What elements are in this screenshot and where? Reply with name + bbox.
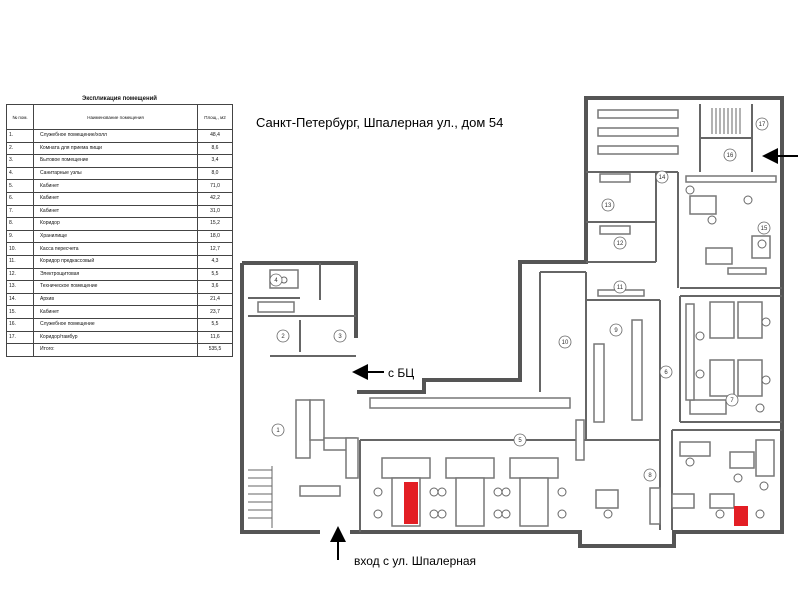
interior-walls: [248, 104, 782, 532]
highlight-desk-main: [404, 482, 418, 524]
stairs-bottom: [248, 466, 273, 528]
room-label-16: 16: [727, 153, 734, 159]
table-cell-area: 535,5: [197, 343, 233, 357]
room-label-13: 13: [605, 203, 612, 209]
room-label-10: 10: [562, 340, 569, 346]
explication-table: № пом. Наименование помещения Площ., м2 …: [6, 104, 233, 357]
room-label-4: 4: [274, 278, 278, 284]
room-label-14: 14: [659, 175, 666, 181]
chairs: [280, 185, 771, 519]
explication-table-block: Экспликация помещений № пом. Наименовани…: [6, 96, 233, 357]
room-label-8: 8: [648, 473, 652, 479]
table-row: Итого:535,5: [6, 343, 233, 357]
room-label-9: 9: [614, 328, 618, 334]
room-label-11: 11: [617, 285, 624, 291]
col-header-name: Наименование помещения: [33, 104, 198, 130]
room-label-5: 5: [518, 438, 522, 444]
address-title: Санкт-Петербург, Шпалерная ул., дом 54: [256, 115, 503, 130]
room-label-6: 6: [664, 370, 668, 376]
highlighted-workplaces: [404, 482, 748, 526]
room-label-15: 15: [761, 226, 768, 232]
highlight-desk-corner: [734, 506, 748, 526]
col-header-number: № пом.: [6, 104, 34, 130]
room-labels: [269, 117, 771, 482]
street-entrance-label: вход с ул. Шпалерная: [354, 554, 476, 568]
room-label-2: 2: [281, 334, 285, 340]
stairs-top: [711, 108, 741, 134]
room-label-17: 17: [759, 122, 766, 128]
room-label-3: 3: [338, 334, 342, 340]
room-label-1: 1: [276, 428, 280, 434]
bc-entrance-label: с БЦ: [388, 366, 414, 380]
room-label-7: 7: [730, 398, 734, 404]
table-cell-area: 18,0: [197, 229, 233, 244]
explication-table-title: Экспликация помещений: [82, 96, 157, 102]
furniture: [257, 109, 777, 527]
col-header-area: Площ., м2: [197, 104, 233, 130]
room-label-12: 12: [617, 241, 624, 247]
